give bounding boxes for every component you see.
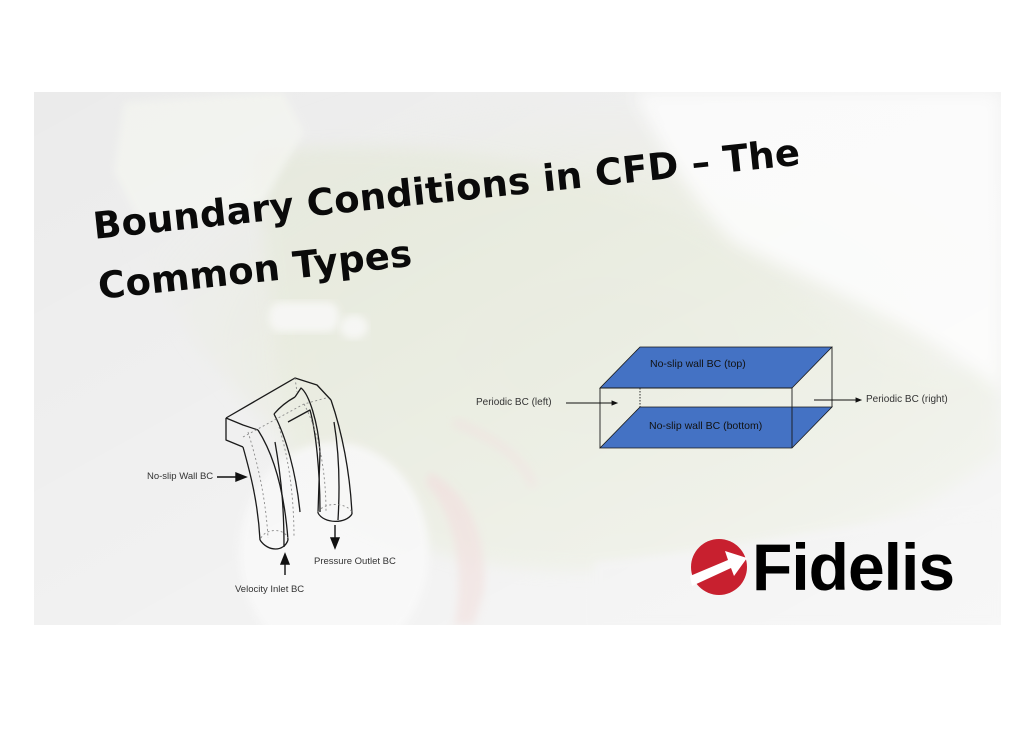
box-bottom-label: No-slip wall BC (bottom) [649, 420, 763, 432]
periodic-left-label: Periodic BC (left) [476, 397, 552, 408]
fidelis-wordmark: Fidelis [752, 530, 955, 604]
channel-bc-diagram [566, 346, 863, 449]
background-photo [34, 92, 1001, 625]
pressure-outlet-label: Pressure Outlet BC [314, 556, 396, 567]
velocity-inlet-label: Velocity Inlet BC [235, 584, 305, 595]
slide-frame: Boundary Conditions in CFD – The Common … [34, 92, 1001, 625]
fidelis-logo: Fidelis [690, 530, 955, 604]
box-top-label: No-slip wall BC (top) [650, 358, 746, 370]
pipe-bc-diagram [217, 377, 353, 575]
no-slip-wall-label: No-slip Wall BC [147, 471, 214, 482]
red-circle-arrow-icon [690, 539, 747, 595]
periodic-right-label: Periodic BC (right) [866, 394, 948, 405]
